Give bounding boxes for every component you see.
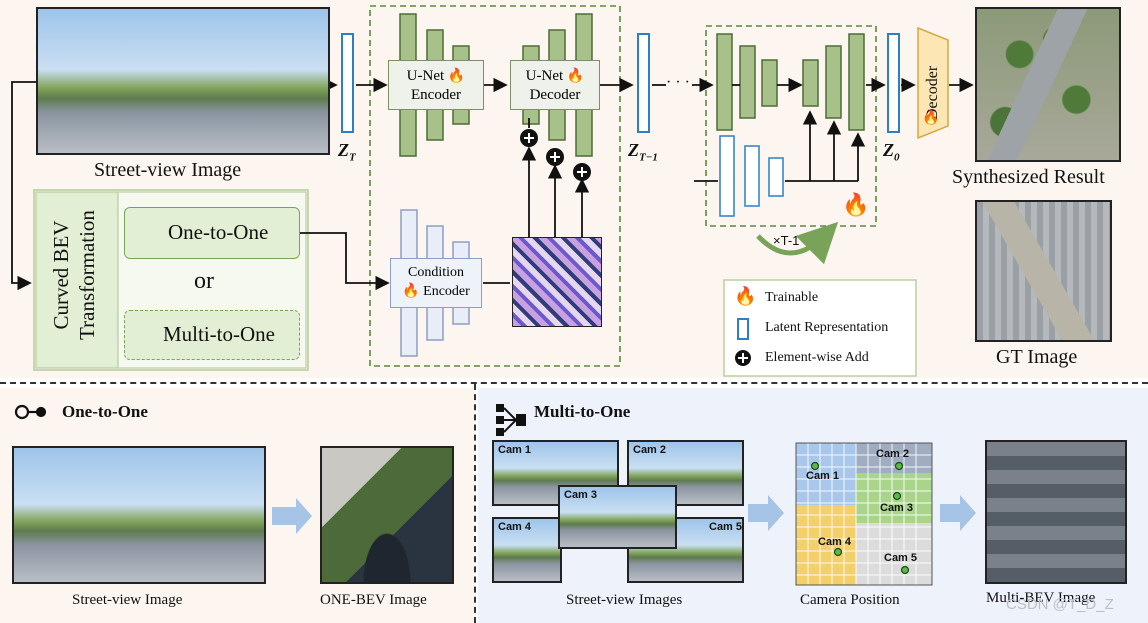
or-label: or (194, 268, 214, 294)
flame-icon: 🔥 (734, 286, 757, 306)
bottom-left-title: One-to-One (62, 402, 148, 421)
street-view-image (36, 7, 330, 155)
decoder-shape (917, 26, 949, 140)
grid-cam-4: Cam 4 (818, 536, 852, 548)
grid-cam-1: Cam 1 (806, 470, 840, 482)
cam-image-1: Cam 1 (492, 440, 619, 506)
element-wise-add-circles (520, 129, 591, 181)
flame-icon: 🔥 (566, 69, 585, 84)
grid-cam-3: Cam 3 (880, 502, 914, 514)
multi-bev-image (985, 440, 1127, 584)
ellipsis: · · · (666, 74, 690, 91)
grid-cam-2: Cam 2 (876, 448, 910, 460)
street-view-caption: Street-view Image (94, 159, 242, 181)
grid-cam-5: Cam 5 (884, 552, 918, 564)
multi-bev-caption: Multi-BEV Image (986, 590, 1096, 606)
multi-to-one-box (124, 310, 300, 360)
flame-icon: 🔥 (447, 69, 466, 84)
legend-trainable: Trainable (765, 290, 819, 305)
vertical-divider (474, 384, 476, 623)
zt-label: ZT (338, 140, 356, 164)
condition-encoder-block: Condition🔥 Encoder (390, 258, 482, 308)
bottom-street-view-caption: Street-view Image (72, 592, 183, 608)
latent-z0 (887, 33, 900, 133)
cam-image-3: Cam 3 (558, 485, 677, 549)
synthesized-result-caption: Synthesized Result (952, 166, 1105, 188)
gt-image-caption: GT Image (996, 346, 1078, 368)
bev-label-box (35, 191, 119, 369)
unet-decoder-block: U-Net 🔥Decoder (510, 60, 600, 110)
camera-grid (795, 442, 933, 586)
latent-zt1 (637, 33, 650, 133)
multi-to-one-label: Multi-to-One (163, 322, 275, 346)
condition-map-image (512, 237, 602, 327)
horizontal-divider (0, 382, 1148, 384)
latent-zt (341, 33, 354, 133)
camera-position-caption: Camera Position (800, 592, 900, 608)
bottom-right-title: Multi-to-One (534, 402, 631, 421)
legend-box (723, 279, 917, 377)
one-to-one-box (124, 207, 300, 259)
bev-frame (33, 189, 309, 371)
watermark: CSDN @T_D_Z (1006, 596, 1114, 613)
flame-icon: 🔥 (402, 284, 420, 299)
legend-latent: Latent Representation (765, 320, 889, 335)
zt1-label: ZT−1 (628, 140, 658, 164)
street-view-images-caption: Street-view Images (566, 592, 683, 608)
one-bev-caption: ONE-BEV Image (320, 592, 427, 608)
legend-add: Element-wise Add (765, 350, 869, 365)
loop-arrow (756, 221, 839, 265)
flame-icon: 🔥 (842, 192, 870, 217)
one-to-one-label: One-to-One (168, 220, 269, 244)
loop-label: ×T-1 (773, 233, 800, 248)
repeat-frame (705, 25, 877, 227)
gt-image (975, 200, 1112, 342)
z0-label: Z0 (883, 140, 900, 164)
synthesized-result-image (975, 7, 1121, 162)
flame-icon: 🔥 (922, 111, 940, 126)
cam-image-4: Cam 4 (492, 517, 562, 583)
bottom-street-view-image (12, 446, 266, 584)
one-bev-image (320, 446, 454, 584)
unet-encoder-block: U-Net 🔥Encoder (388, 60, 484, 110)
diffusion-frame (369, 5, 621, 367)
